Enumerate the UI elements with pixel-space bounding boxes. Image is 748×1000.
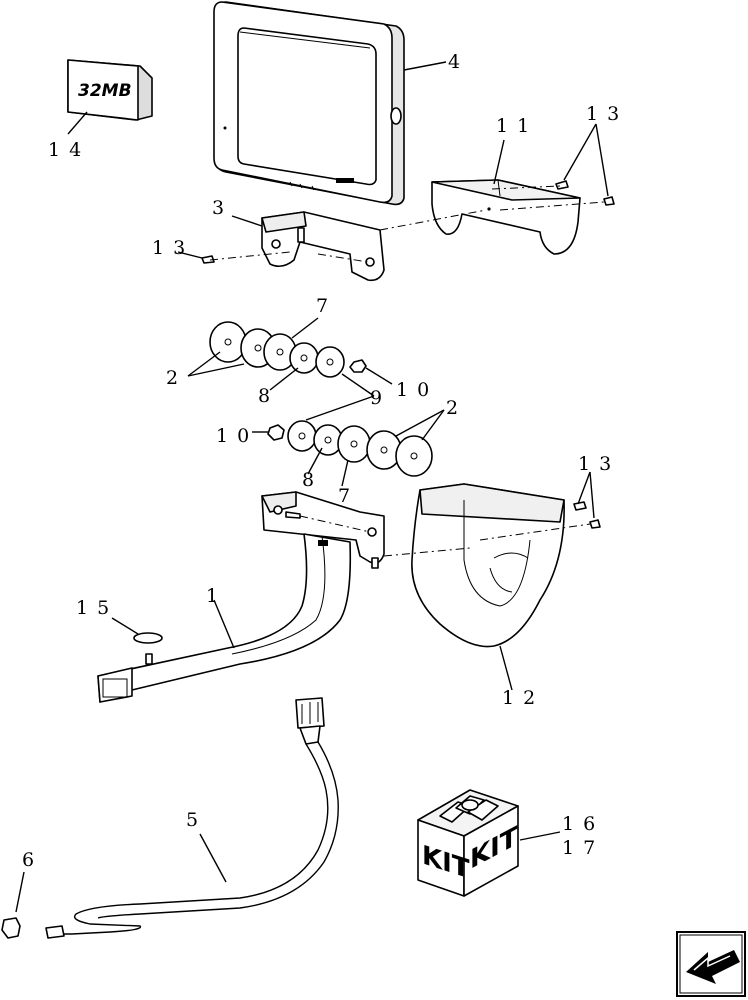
callout-7-upper: 7 — [316, 295, 337, 317]
washer-stack-lower — [267, 420, 433, 477]
screw-lower-right-2 — [589, 519, 601, 529]
callout-8-lower: 8 — [302, 469, 323, 491]
leader-lines — [15, 61, 609, 913]
display-monitor-part — [213, 1, 405, 206]
hardware-kit-box: KIT KIT — [417, 789, 519, 897]
screw-lower-right-1 — [573, 501, 587, 511]
screw-upper-right-1 — [555, 180, 569, 190]
callout-1: 1 — [206, 585, 227, 607]
adhesive-pad-part — [133, 632, 163, 644]
callout-4: 4 — [448, 51, 469, 73]
screw-upper-right-2 — [603, 196, 615, 206]
memory-card-label: 32MB — [78, 81, 132, 101]
callout-2-upper: 2 — [166, 367, 187, 389]
screw-left — [201, 255, 215, 264]
callout-3: 3 — [212, 197, 233, 219]
callout-10-lower: 10 — [216, 425, 258, 447]
callout-6: 6 — [22, 849, 43, 871]
callout-9: 9 — [370, 387, 391, 409]
mounting-arm-part — [97, 491, 385, 703]
large-cup-holder-part — [411, 483, 565, 648]
callout-8-upper: 8 — [258, 385, 279, 407]
washer-stack-upper — [209, 321, 367, 378]
callout-14: 14 — [48, 139, 90, 161]
callout-13-lower: 13 — [578, 453, 620, 475]
wiring-harness-part — [45, 697, 339, 939]
callout-17: 17 — [562, 837, 604, 859]
connector-part — [1, 917, 21, 939]
callout-12: 12 — [502, 687, 544, 709]
cup-holder-part — [431, 179, 581, 255]
callout-10-upper: 10 — [396, 379, 438, 401]
callout-16: 16 — [562, 813, 604, 835]
next-page-arrow-icon[interactable] — [676, 931, 746, 997]
callout-11: 11 — [496, 115, 538, 137]
mounting-bracket-part — [261, 211, 385, 282]
callout-7-lower: 7 — [338, 485, 359, 507]
callout-15: 15 — [76, 597, 118, 619]
memory-card-part: 32MB — [67, 59, 153, 121]
callout-5: 5 — [186, 809, 207, 831]
callout-13-upper: 13 — [586, 103, 628, 125]
callout-2-lower: 2 — [446, 397, 467, 419]
callout-13-left: 13 — [152, 237, 194, 259]
callout-labels: 14 4 3 13 11 13 7 2 8 9 10 10 2 8 7 13 1… — [22, 51, 628, 871]
